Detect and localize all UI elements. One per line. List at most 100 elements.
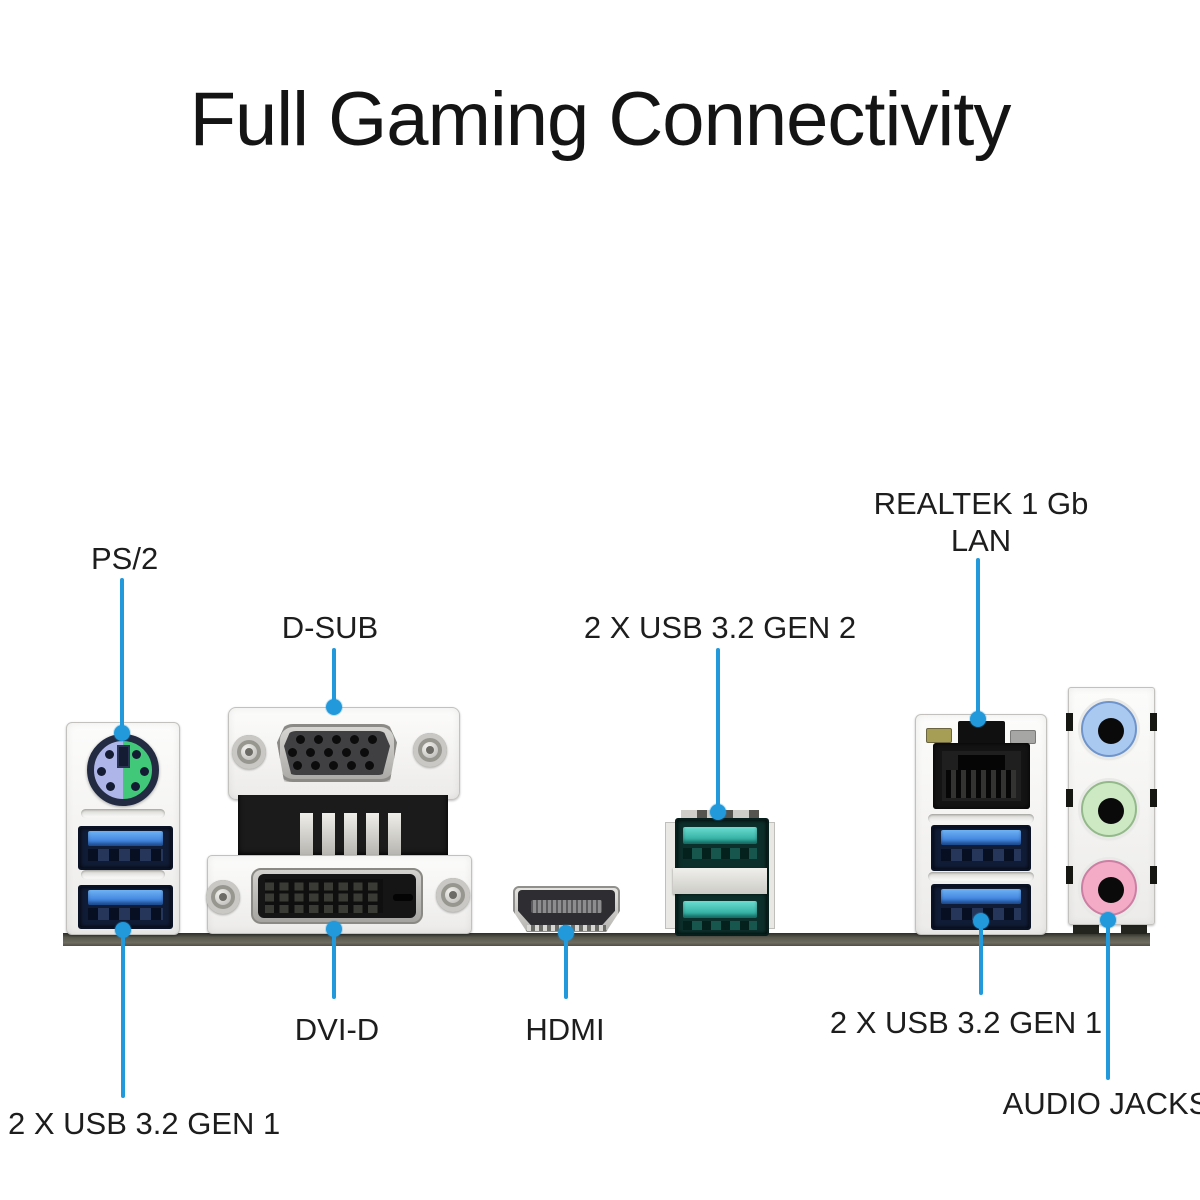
label-d-sub: D-SUB: [281, 610, 379, 645]
callout-dot-hdmi: [558, 925, 574, 941]
callout-dot-usb-gen1-left: [115, 922, 131, 938]
dvi-d-port: [251, 868, 423, 924]
callout-line-lan: [976, 558, 980, 719]
usb-tongue: [941, 889, 1021, 904]
callout-dot-dvi-d: [326, 921, 342, 937]
hdmi-port-face: [518, 890, 615, 926]
vga-pin-hole: [368, 735, 377, 744]
panel-ridge: [81, 870, 165, 879]
bracket-notch: [1066, 789, 1073, 807]
port-divider: [673, 868, 767, 894]
vga-pin-hole: [360, 748, 369, 757]
label-usb-gen1-right: 2 X USB 3.2 GEN 1: [829, 1005, 1103, 1040]
lan-port: [933, 743, 1030, 809]
screw-post: [413, 733, 447, 767]
label-dvi-d: DVI-D: [294, 1012, 380, 1047]
lan-led-left: [926, 728, 952, 743]
rj45-pins: [946, 770, 1016, 798]
jack-hole: [1098, 798, 1124, 824]
ps2-port: [87, 734, 159, 806]
rj45-slot: [958, 755, 1005, 771]
vga-pin-hole: [329, 761, 338, 770]
vga-pin-hole: [296, 735, 305, 744]
usb-pins: [683, 921, 757, 930]
bracket-notch: [1066, 713, 1073, 731]
riser-finger: [388, 813, 401, 858]
ps2-pin-hole: [131, 782, 140, 791]
io-bracket-d-sub: [228, 707, 460, 800]
label-audio-jacks: AUDIO JACKS: [1002, 1086, 1200, 1121]
label-lan-line1: REALTEK 1 Gb: [873, 486, 1089, 521]
usb-pins: [88, 908, 163, 920]
label-lan: REALTEK 1 Gb LAN: [811, 485, 1151, 559]
io-bracket-dvi: [206, 855, 472, 934]
dvi-blade-slot: [393, 894, 413, 901]
usb-tongue: [941, 830, 1021, 845]
vga-pin-hole: [365, 761, 374, 770]
ps2-pin-hole: [132, 750, 141, 759]
callout-dot-ps2: [114, 725, 130, 741]
callout-line-d-sub: [332, 648, 336, 708]
vga-pin-hole: [306, 748, 315, 757]
callout-dot-usb-gen1-right: [973, 913, 989, 929]
connector-riser: [238, 795, 448, 858]
screw-post: [206, 880, 240, 914]
usb3-gen1-port: [78, 826, 173, 870]
vga-pin-hole: [314, 735, 323, 744]
usb3-gen2-port: [683, 901, 757, 918]
label-lan-line2: LAN: [950, 523, 1012, 558]
vga-pin-hole: [293, 761, 302, 770]
callout-line-usb-gen2: [716, 648, 720, 812]
audio-jack-line-out: [1081, 781, 1137, 837]
ps2-pin-hole: [140, 767, 149, 776]
vga-pin-hole: [324, 748, 333, 757]
usb-pins: [941, 849, 1021, 861]
io-block-ps2-usb: [66, 722, 180, 935]
lan-led-right: [1010, 730, 1036, 744]
io-bracket-audio: [1066, 687, 1157, 925]
usb-pins: [88, 849, 163, 861]
callout-dot-d-sub: [326, 699, 342, 715]
bracket-notch: [1150, 713, 1157, 731]
dvi-pin-grid: [265, 879, 383, 913]
riser-finger: [344, 813, 357, 858]
riser-finger: [322, 813, 335, 858]
riser-finger: [366, 813, 379, 858]
vga-pin-hole: [350, 735, 359, 744]
callout-dot-lan: [970, 711, 986, 727]
label-hdmi: HDMI: [525, 1012, 605, 1047]
ps2-key-slot: [117, 745, 130, 768]
jack-hole: [1098, 718, 1124, 744]
vga-pin-hole: [347, 761, 356, 770]
usb-tongue: [88, 831, 163, 846]
dvi-port-face: [258, 874, 416, 918]
vga-pin-hole: [342, 748, 351, 757]
usb3-gen2-stack: [665, 810, 775, 936]
usb-pins: [683, 848, 757, 859]
vga-pin-hole: [332, 735, 341, 744]
usb3-gen1-port: [931, 825, 1031, 871]
audio-jack-line-in: [1081, 701, 1137, 757]
usb3-gen2-port: [683, 827, 757, 844]
ps2-pin-hole: [105, 750, 114, 759]
callout-dot-usb-gen2: [710, 804, 726, 820]
callout-line-usb-gen1-left: [121, 930, 125, 1098]
bracket-notch: [1066, 866, 1073, 884]
bracket-notch: [1150, 866, 1157, 884]
vga-port: [277, 724, 397, 782]
screw-post: [436, 878, 470, 912]
jack-hole: [1098, 877, 1124, 903]
callout-line-usb-gen1-right: [979, 921, 983, 995]
vga-pin-hole: [288, 748, 297, 757]
usb3-gen1-port: [78, 885, 173, 929]
ps2-pin-hole: [106, 782, 115, 791]
io-block-lan-usb: [915, 714, 1047, 935]
callout-line-dvi-d: [332, 929, 336, 999]
vga-pin-hole: [311, 761, 320, 770]
panel-ridge: [928, 872, 1034, 881]
callout-line-ps2: [120, 578, 124, 733]
callout-line-hdmi: [564, 933, 568, 999]
panel-ridge: [81, 809, 165, 818]
page-title: Full Gaming Connectivity: [189, 77, 1012, 162]
